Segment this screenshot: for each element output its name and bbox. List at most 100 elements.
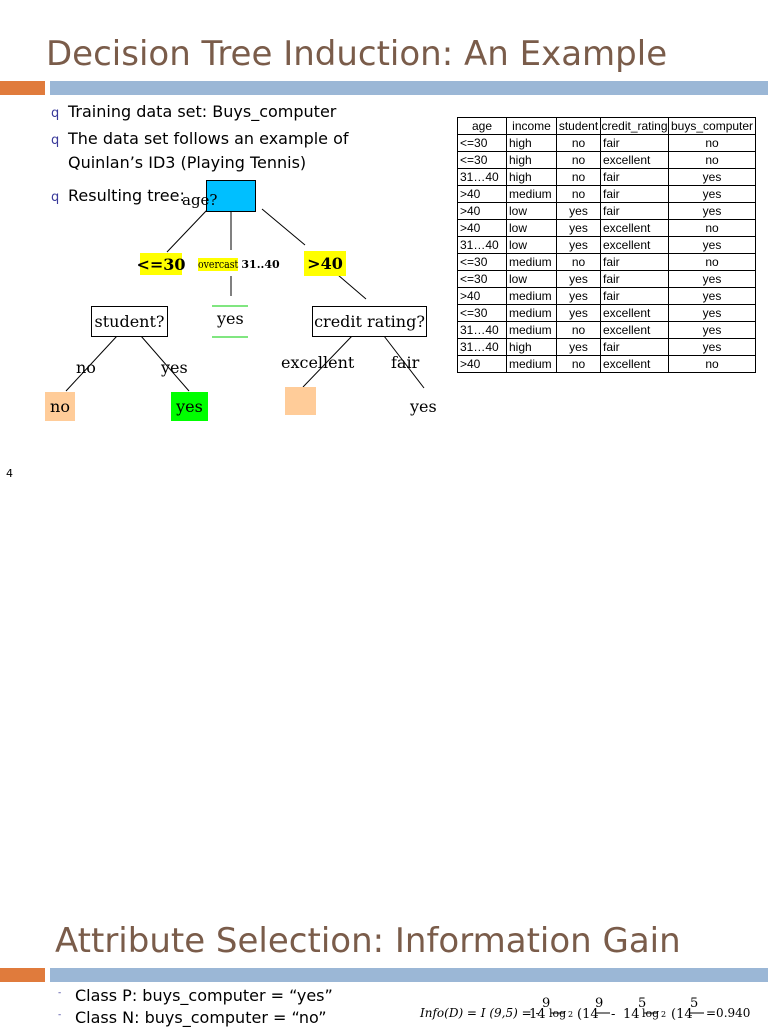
- cell-income: medium: [506, 253, 557, 271]
- cell-age: 31…40: [457, 321, 507, 339]
- branch-le30: <=30: [136, 253, 186, 275]
- slide-title: Decision Tree Induction: An Example: [46, 34, 668, 74]
- cell-buys-computer: yes: [667, 321, 757, 339]
- bullet-marker: q: [51, 190, 60, 205]
- bullet-marker: q: [51, 106, 60, 121]
- cell-credit-rating: fair: [600, 168, 669, 186]
- cell-income: high: [506, 168, 557, 186]
- node-credit-rating: credit rating?: [312, 306, 427, 337]
- cell-student: no: [556, 185, 601, 203]
- col-header-credit-rating: credit_rating: [600, 117, 669, 135]
- cell-student: yes: [556, 202, 601, 220]
- cell-age: <=30: [457, 253, 507, 271]
- cell-income: low: [506, 270, 557, 288]
- cell-student: no: [556, 151, 601, 169]
- cell-student: no: [556, 321, 601, 339]
- formula-sub1: 2: [568, 1010, 574, 1019]
- cell-buys-computer: yes: [667, 338, 757, 356]
- cell-income: medium: [506, 355, 557, 373]
- formula-arg2-num: 5: [690, 996, 699, 1011]
- cell-age: >40: [457, 202, 507, 220]
- title2-underline-bar: [50, 968, 768, 982]
- cell-credit-rating: fair: [600, 270, 669, 288]
- cell-credit-rating: fair: [600, 202, 669, 220]
- formula-fraction-bars: [551, 1012, 704, 1014]
- edge-label-fair: fair: [391, 353, 420, 372]
- bullet-class-p: Class P: buys_computer = “yes”: [75, 986, 333, 1005]
- cell-buys-computer: yes: [667, 185, 757, 203]
- cell-student: yes: [556, 287, 601, 305]
- formula-arg1-num: 9: [595, 996, 604, 1011]
- cell-age: <=30: [457, 304, 507, 322]
- edge-root-le30: [166, 209, 208, 253]
- edge-credit-fair: [383, 335, 425, 389]
- table-header-row: age income student credit_rating buys_co…: [457, 117, 757, 135]
- cell-student: yes: [556, 219, 601, 237]
- cell-age: 31…40: [457, 338, 507, 356]
- cell-credit-rating: excellent: [600, 355, 669, 373]
- cell-student: no: [556, 253, 601, 271]
- cell-credit-rating: fair: [600, 134, 669, 152]
- cell-age: >40: [457, 185, 507, 203]
- leaf-no-right: [285, 387, 316, 415]
- cell-income: medium: [506, 185, 557, 203]
- col-header-age: age: [457, 117, 507, 135]
- cell-age: <=30: [457, 134, 507, 152]
- cell-age: 31…40: [457, 236, 507, 254]
- cell-credit-rating: fair: [600, 253, 669, 271]
- cell-credit-rating: excellent: [600, 236, 669, 254]
- branch-gt40: >40: [304, 251, 346, 276]
- formula-sub2: 2: [661, 1010, 667, 1019]
- cell-student: no: [556, 355, 601, 373]
- cell-student: yes: [556, 236, 601, 254]
- bullet-dash: -: [58, 988, 62, 998]
- cell-income: low: [506, 202, 557, 220]
- edge-student-yes: [140, 335, 190, 392]
- edge-label-excellent: excellent: [281, 353, 355, 372]
- edge-credit-excellent: [302, 335, 353, 388]
- col-header-income: income: [506, 117, 557, 135]
- bullet-dash: -: [58, 1010, 62, 1020]
- cell-student: yes: [556, 338, 601, 356]
- cell-age: >40: [457, 287, 507, 305]
- page-number: 4: [6, 467, 13, 480]
- cell-income: high: [506, 338, 557, 356]
- cell-student: no: [556, 134, 601, 152]
- edge-gt40-credit: [337, 274, 367, 300]
- node-student: student?: [91, 306, 168, 337]
- formula-minus: -: [611, 1007, 616, 1022]
- cell-buys-computer: yes: [667, 270, 757, 288]
- title-accent-bar: [0, 81, 45, 95]
- col-header-buys-computer: buys_computer: [667, 117, 757, 135]
- leaf-yes: yes: [171, 392, 208, 421]
- formula-arg2-den: (14: [671, 1007, 693, 1022]
- branch-31-40: 31..40: [241, 257, 280, 271]
- edge-root-gt40: [261, 208, 306, 246]
- cell-buys-computer: yes: [667, 202, 757, 220]
- formula-d1: 14: [529, 1007, 546, 1022]
- cell-credit-rating: excellent: [600, 219, 669, 237]
- bullet-quinlan-line1: The data set follows an example of: [68, 129, 349, 148]
- branch-overcast-31-40: overcast 31..40: [198, 255, 280, 273]
- tree-edges: [65, 208, 425, 392]
- formula-n1: 9: [542, 996, 551, 1011]
- bullet-class-n: Class N: buys_computer = “no”: [75, 1008, 327, 1027]
- cell-buys-computer: no: [667, 151, 757, 169]
- formula-n2: 5: [638, 996, 647, 1011]
- training-data-table: age income student credit_rating buys_co…: [457, 117, 757, 373]
- col-header-student: student: [556, 117, 601, 135]
- cell-credit-rating: excellent: [600, 304, 669, 322]
- cell-student: no: [556, 168, 601, 186]
